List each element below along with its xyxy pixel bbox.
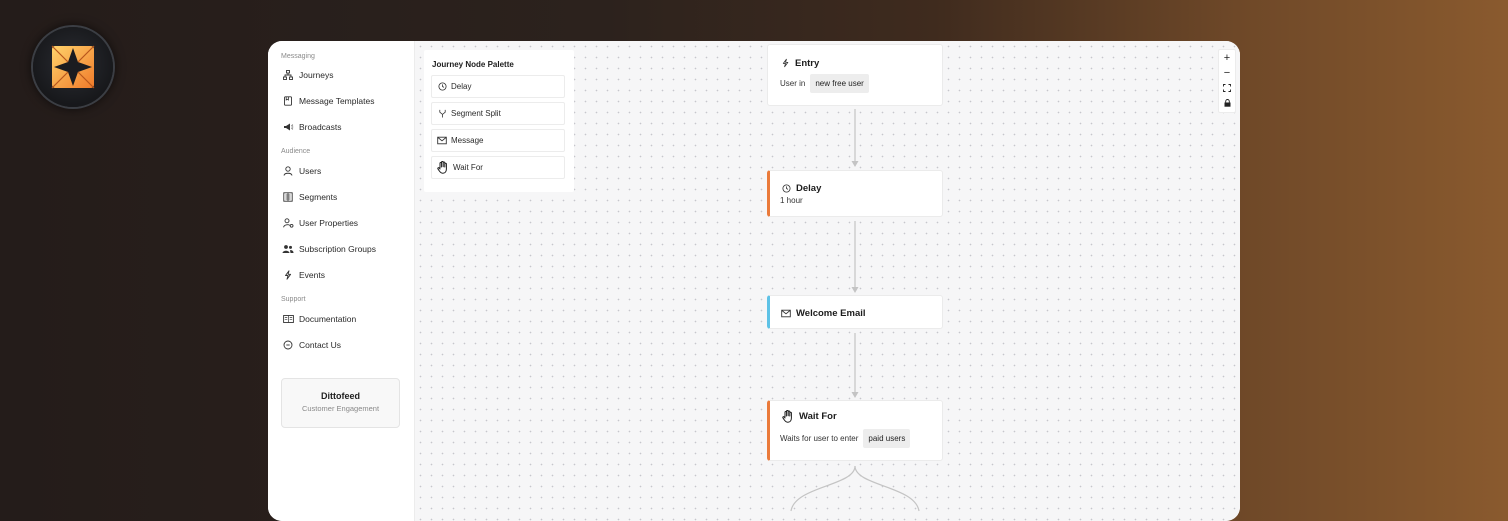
split-icon	[436, 108, 448, 120]
sidebar-item-label: User Properties	[299, 218, 359, 228]
lock-button[interactable]	[1219, 95, 1235, 110]
journeys-icon	[282, 69, 294, 81]
palette-item-label: Segment Split	[451, 109, 501, 118]
journey-edges	[790, 109, 920, 512]
node-delay-detail: 1 hour	[780, 196, 803, 205]
palette-item-label: Delay	[451, 82, 472, 91]
sidebar-item-broadcasts[interactable]: Broadcasts	[282, 118, 406, 136]
brand-subtitle: Customer Engagement	[301, 404, 380, 413]
node-message-title: Welcome Email	[796, 307, 866, 319]
node-wait-prefix: Waits for user to enter	[780, 434, 859, 443]
sidebar-item-message-templates[interactable]: Message Templates	[282, 92, 406, 110]
section-label-support: Support	[281, 296, 306, 303]
app-logo	[33, 27, 113, 107]
sidebar-item-label: Journeys	[299, 70, 334, 80]
arrowhead	[851, 161, 859, 167]
sidebar-item-events[interactable]: Events	[282, 266, 406, 284]
edge-wait-right	[854, 465, 920, 512]
bolt-icon	[779, 57, 791, 69]
node-entry-title: Entry	[795, 57, 820, 69]
segment-chip: new free user	[810, 74, 869, 93]
chat-icon	[282, 339, 294, 351]
fit-view-icon	[1223, 83, 1231, 92]
node-wait-for[interactable]: Wait For Waits for user to enter paid us…	[767, 400, 943, 461]
palette-item-label: Message	[451, 136, 484, 145]
clock-icon	[780, 182, 792, 194]
app-window: Messaging Journeys Message Templates Bro…	[268, 41, 1240, 521]
brand-name: Dittofeed	[321, 391, 360, 401]
zoom-out-button[interactable]: −	[1223, 66, 1231, 79]
sidebar-item-label: Contact Us	[299, 340, 342, 350]
brand-card: Dittofeed Customer Engagement	[281, 378, 400, 428]
sidebar-item-label: Events	[299, 270, 325, 280]
segment-chip: paid users	[863, 429, 911, 448]
palette-item-label: Wait For	[453, 163, 483, 172]
sidebar-item-label: Users	[299, 166, 322, 176]
node-palette: Journey Node Palette Delay Segment Split…	[424, 50, 574, 192]
sidebar-item-label: Message Templates	[299, 96, 375, 106]
node-entry[interactable]: Entry User in new free user	[767, 44, 943, 106]
palette-item-wait-for[interactable]: Wait For	[431, 156, 565, 179]
sidebar-item-label: Broadcasts	[299, 122, 342, 132]
node-message-header: Welcome Email	[780, 307, 866, 319]
arrowhead	[851, 287, 859, 293]
sidebar-item-journeys[interactable]: Journeys	[282, 66, 406, 84]
sidebar-item-contact-us[interactable]: Contact Us	[282, 336, 406, 354]
lock-icon	[1224, 98, 1230, 107]
node-entry-body: User in new free user	[780, 74, 869, 93]
sidebar-item-users[interactable]: Users	[282, 162, 406, 180]
node-entry-prefix: User in	[780, 79, 806, 88]
journey-canvas[interactable]: Journey Node Palette Delay Segment Split…	[415, 41, 1240, 521]
node-delay[interactable]: Delay 1 hour	[767, 170, 943, 217]
hand-icon	[436, 161, 450, 175]
mail-icon	[780, 307, 792, 319]
edge-wait-left	[790, 465, 856, 512]
sidebar-item-documentation[interactable]: Documentation	[282, 310, 406, 328]
clock-icon	[436, 81, 448, 93]
hand-icon	[780, 409, 795, 424]
node-delay-title: Delay	[796, 182, 822, 194]
arrowhead	[851, 392, 859, 398]
user-properties-icon	[282, 217, 294, 229]
palette-item-segment-split[interactable]: Segment Split	[431, 102, 565, 125]
star-logo-icon	[51, 45, 95, 89]
sidebar-item-segments[interactable]: Segments	[282, 188, 406, 206]
palette-title: Journey Node Palette	[432, 60, 514, 69]
book-icon	[282, 313, 294, 325]
node-message[interactable]: Welcome Email	[767, 295, 943, 329]
segments-icon	[282, 191, 294, 203]
sidebar-item-subscription-groups[interactable]: Subscription Groups	[282, 240, 406, 258]
node-entry-header: Entry	[779, 57, 819, 69]
user-icon	[282, 165, 294, 177]
sidebar: Messaging Journeys Message Templates Bro…	[268, 41, 415, 521]
mail-icon	[436, 135, 448, 147]
sidebar-item-label: Segments	[299, 192, 338, 202]
sidebar-item-label: Subscription Groups	[299, 244, 377, 254]
document-icon	[282, 95, 294, 107]
megaphone-icon	[282, 121, 294, 133]
palette-item-delay[interactable]: Delay	[431, 75, 565, 98]
zoom-in-button[interactable]: +	[1223, 51, 1231, 64]
group-icon	[282, 243, 294, 255]
node-wait-title: Wait For	[799, 411, 837, 422]
canvas-controls: + −	[1218, 49, 1236, 113]
bolt-icon	[282, 269, 294, 281]
node-delay-header: Delay	[780, 182, 821, 194]
section-label-messaging: Messaging	[281, 53, 315, 60]
section-label-audience: Audience	[281, 148, 311, 155]
palette-item-message[interactable]: Message	[431, 129, 565, 152]
node-wait-header: Wait For	[780, 409, 837, 424]
sidebar-item-label: Documentation	[299, 314, 357, 324]
sidebar-item-user-properties[interactable]: User Properties	[282, 214, 406, 232]
fit-view-button[interactable]	[1219, 80, 1235, 95]
node-wait-body: Waits for user to enter paid users	[780, 429, 911, 448]
